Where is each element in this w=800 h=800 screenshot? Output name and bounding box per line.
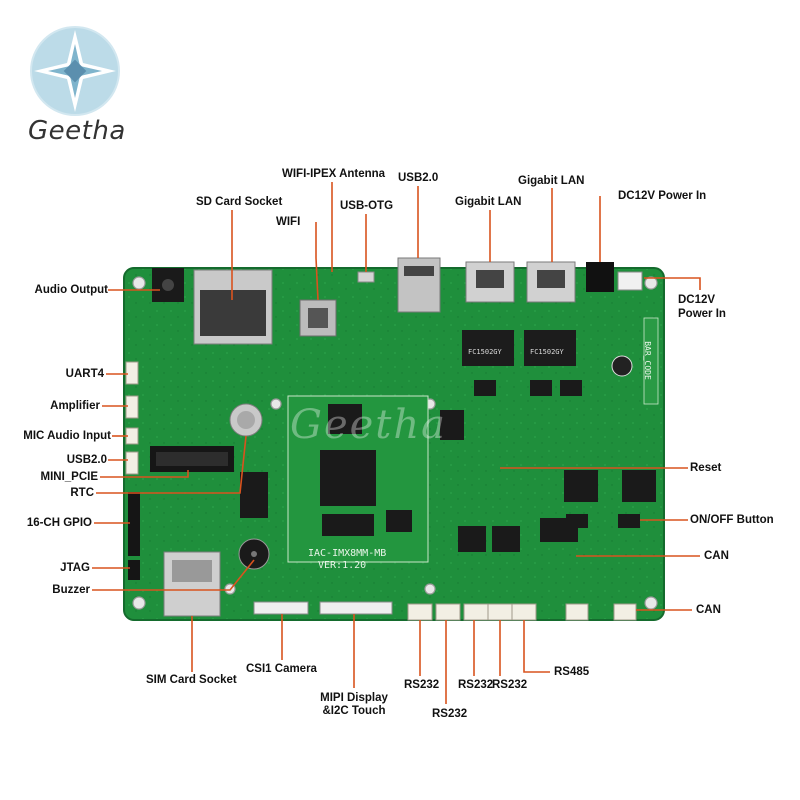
lan-chip-label-2: FC1502GY bbox=[530, 348, 564, 356]
label-rs232-4: RS232 bbox=[492, 679, 528, 691]
label-audio-output: Audio Output bbox=[34, 284, 108, 296]
label-can-1: CAN bbox=[704, 550, 729, 562]
geetha-logo-mark bbox=[30, 26, 120, 116]
label-rs485: RS485 bbox=[554, 666, 590, 678]
label-mipi-display-line2: &I2C Touch bbox=[322, 705, 386, 717]
label-usb20-left: USB2.0 bbox=[66, 454, 107, 466]
leader-rtc bbox=[96, 435, 247, 494]
label-wifi: WIFI bbox=[276, 216, 301, 228]
label-16ch-gpio: 16-CH GPIO bbox=[26, 517, 92, 529]
watermark: Geetha bbox=[290, 402, 447, 448]
label-csi1-camera: CSI1 Camera bbox=[246, 663, 317, 675]
label-gigabit-lan-2: Gigabit LAN bbox=[518, 175, 585, 187]
label-rs232-2: RS232 bbox=[432, 708, 468, 720]
label-sd-card-socket: SD Card Socket bbox=[196, 196, 283, 208]
leader-dc-right bbox=[644, 277, 701, 290]
label-rs232-3: RS232 bbox=[458, 679, 494, 691]
gpio-header-part bbox=[128, 492, 140, 556]
board-version-silkscreen: VER:1.20 bbox=[318, 560, 367, 571]
label-buzzer: Buzzer bbox=[52, 584, 90, 596]
label-mic-audio-input: MIC Audio Input bbox=[23, 430, 111, 442]
label-rtc: RTC bbox=[70, 487, 94, 499]
csi1-connector-part bbox=[253, 601, 309, 615]
brand-name: Geetha bbox=[28, 116, 126, 146]
label-mipi-display-line1: MIPI Display bbox=[320, 692, 388, 704]
leader-rs485 bbox=[523, 620, 550, 673]
mipi-connector-part bbox=[319, 601, 393, 615]
label-reset: Reset bbox=[690, 462, 722, 474]
leader-wifi bbox=[315, 222, 319, 301]
label-dc12v-right-line1: DC12V bbox=[678, 294, 716, 306]
label-dc12v-right-line2: Power In bbox=[678, 308, 726, 320]
lan-chip-label-1: FC1502GY bbox=[468, 348, 502, 356]
label-sim-card-socket: SIM Card Socket bbox=[146, 674, 237, 686]
label-gigabit-lan-1: Gigabit LAN bbox=[455, 196, 522, 208]
label-uart4: UART4 bbox=[65, 368, 104, 380]
label-mini-pcie: MINI_PCIE bbox=[40, 471, 98, 483]
label-can-2: CAN bbox=[696, 604, 721, 616]
label-wifi-ipex-antenna: WIFI-IPEX Antenna bbox=[282, 168, 386, 180]
wifi-module-part bbox=[299, 299, 337, 337]
dc-terminal-part bbox=[617, 271, 643, 291]
label-usb20-top: USB2.0 bbox=[398, 172, 439, 184]
label-onoff-button: ON/OFF Button bbox=[690, 514, 774, 526]
label-rs232-1: RS232 bbox=[404, 679, 440, 691]
label-usb-otg: USB-OTG bbox=[340, 200, 394, 212]
leader-buzzer bbox=[92, 559, 255, 591]
label-dc12v-power-in-top: DC12V Power In bbox=[618, 190, 707, 202]
dc-jack-part bbox=[586, 262, 614, 292]
leader-mini-pcie bbox=[100, 470, 189, 478]
label-amplifier: Amplifier bbox=[50, 400, 100, 412]
label-jtag: JTAG bbox=[60, 562, 90, 574]
board-model-silkscreen: IAC-IMX8MM-MB bbox=[308, 548, 387, 559]
